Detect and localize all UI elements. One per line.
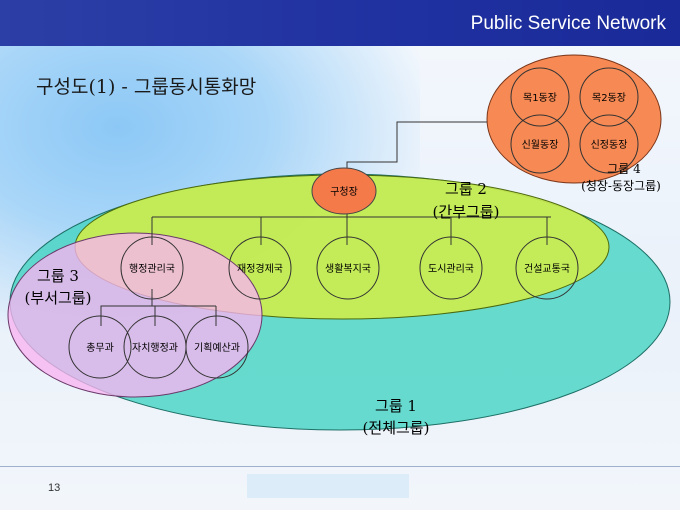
head-node[interactable] xyxy=(311,167,377,215)
page-number: 13 xyxy=(48,482,61,494)
slide-title: 구성도(1) - 그룹동시통화망 xyxy=(36,76,257,98)
dong-label-4: 신정동장 xyxy=(591,139,628,151)
header-title: Public Service Network xyxy=(470,13,666,34)
dong-node-4[interactable] xyxy=(579,114,639,174)
group2-name: 그룹 2 xyxy=(445,180,487,198)
department-node-1[interactable] xyxy=(68,315,132,379)
bureau-nodes: 행정관리국 재정경제국 생활복지국 도시관리국 건설교통국 xyxy=(120,236,579,300)
bureau-node-5[interactable] xyxy=(515,236,579,300)
group3-desc: (부서그룹) xyxy=(25,289,92,307)
dong-label-3: 신월동장 xyxy=(522,139,559,151)
dong-label-1: 목1동장 xyxy=(523,92,557,104)
bureau-label-3: 생활복지국 xyxy=(325,262,371,275)
header-bar xyxy=(0,0,680,46)
bureau-node-4[interactable] xyxy=(419,236,483,300)
group2-desc: (간부그룹) xyxy=(433,203,500,221)
group1-desc: (전체그룹) xyxy=(363,419,430,437)
dong-nodes: 목1동장 목2동장 신월동장 신정동장 xyxy=(510,67,639,174)
bureau-label-4: 도시관리국 xyxy=(428,263,474,275)
dong-node-3[interactable] xyxy=(510,114,570,174)
group1-name: 그룹 1 xyxy=(375,397,417,415)
bureau-label-1: 행정관리국 xyxy=(129,263,175,275)
group4-desc: (청장-동장그룹) xyxy=(581,179,661,193)
dong-node-2[interactable] xyxy=(579,67,639,127)
dong-node-1[interactable] xyxy=(510,67,570,127)
group4-name: 그룹 4 xyxy=(607,162,641,176)
head-node-label: 구청장 xyxy=(330,186,358,198)
footer-divider xyxy=(0,466,680,467)
bureau-node-3[interactable] xyxy=(316,236,380,300)
department-label-3: 기획예산과 xyxy=(194,342,240,354)
group4-ellipse xyxy=(486,54,662,184)
group3-name: 그룹 3 xyxy=(37,267,79,285)
department-node-3[interactable] xyxy=(185,315,249,379)
group3-ellipse xyxy=(7,232,263,398)
department-nodes: 총무과 자치행정과 기획예산과 xyxy=(68,315,249,379)
bureau-node-1[interactable] xyxy=(120,236,184,300)
dong-label-2: 목2동장 xyxy=(592,92,626,104)
footer-box xyxy=(247,474,409,498)
department-label-2: 자치행정과 xyxy=(132,342,178,354)
department-label-1: 총무과 xyxy=(86,342,114,354)
bureau-node-2[interactable] xyxy=(228,236,292,300)
bureau-label-5: 건설교통국 xyxy=(524,263,570,275)
bureau-label-2: 재정경제국 xyxy=(237,262,283,275)
